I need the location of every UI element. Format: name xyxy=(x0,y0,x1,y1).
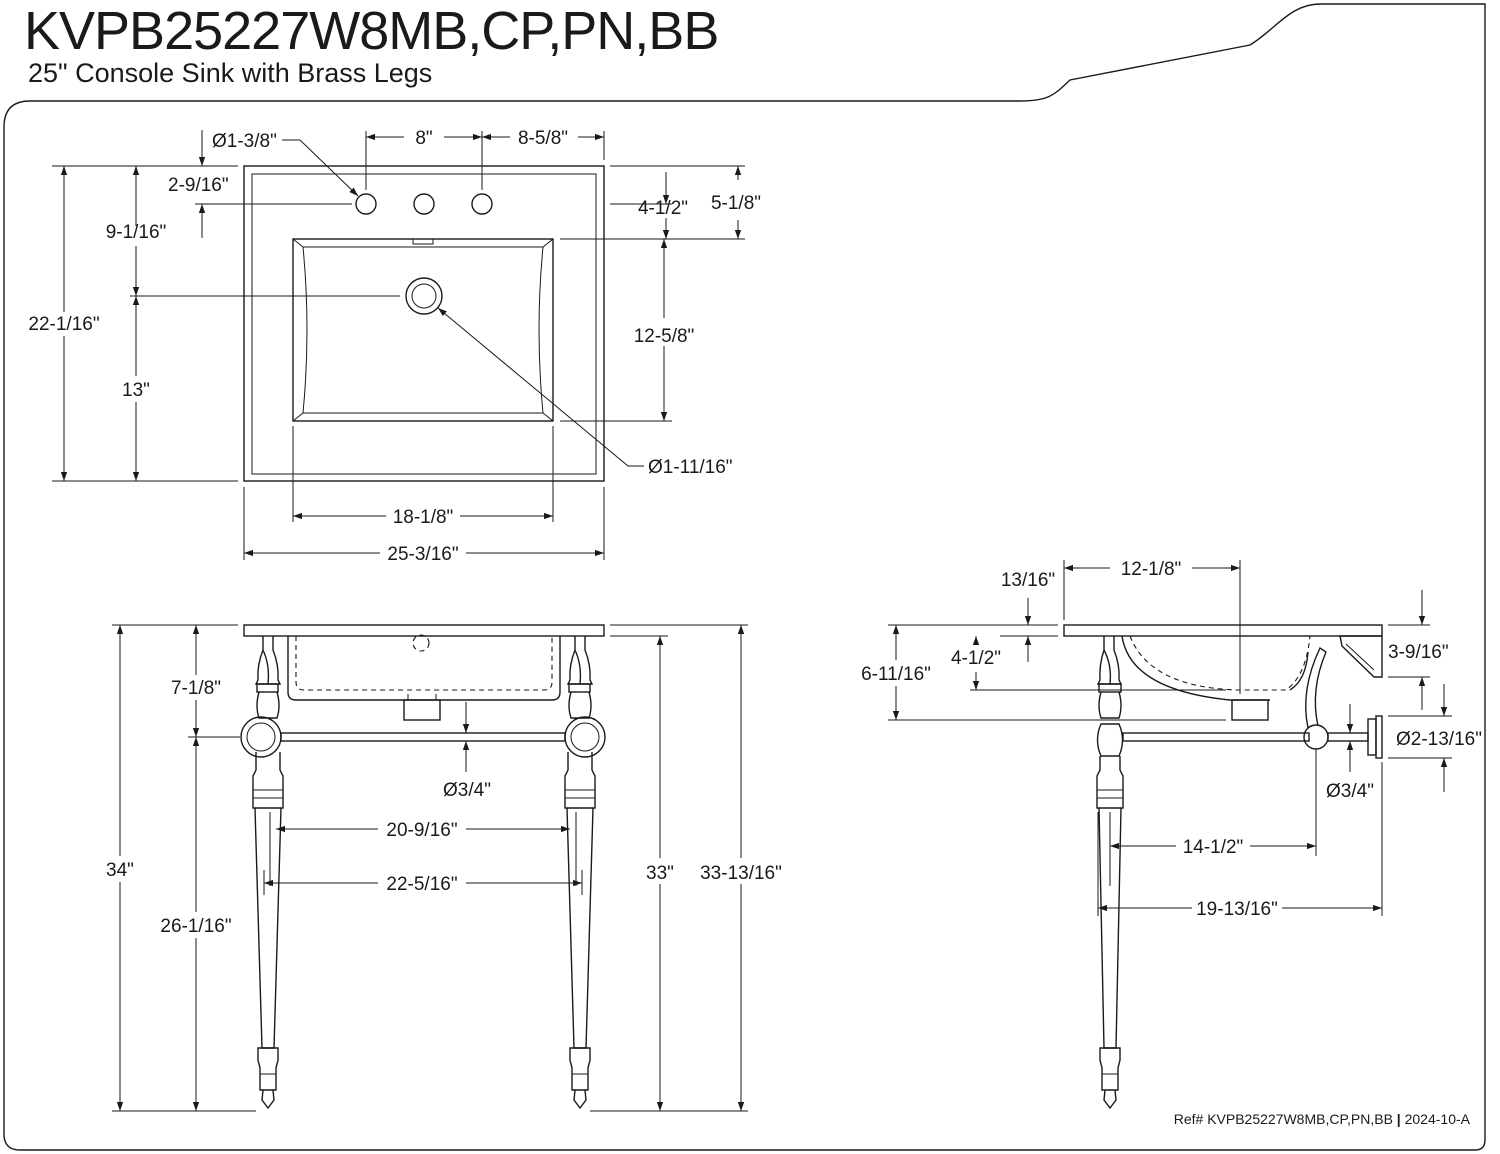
dim-rim-height: 33" xyxy=(646,863,674,884)
dim-bowl-depth: 12-5/8" xyxy=(634,326,695,347)
side-countertop xyxy=(1063,624,1383,637)
front-overflow-hidden xyxy=(412,634,430,652)
overflow-slot xyxy=(412,238,434,245)
dim-side-leg-to-wall: 19-13/16" xyxy=(1196,899,1278,920)
ref-separator: | xyxy=(1396,1111,1401,1127)
front-towel-bar xyxy=(280,732,566,742)
side-drain-tailpiece xyxy=(1231,699,1269,721)
dim-bar-to-floor: 26-1/16" xyxy=(160,916,231,937)
dim-bowl-from-holes: 4-1/2" xyxy=(638,198,688,219)
bowl-outer xyxy=(292,238,554,422)
page-subtitle: 25" Console Sink with Brass Legs xyxy=(28,58,433,88)
dim-drain-to-front: 13" xyxy=(122,380,150,401)
dim-bar-diameter: Ø3/4" xyxy=(443,780,491,801)
bowl-inner xyxy=(302,246,544,414)
dim-overall-depth: 22-1/16" xyxy=(28,314,99,335)
faucet-hole-right xyxy=(471,193,493,215)
dim-hole-to-edge: 8-5/8" xyxy=(518,128,568,149)
side-bar-elbow xyxy=(1303,724,1329,750)
dim-top-to-bar: 7-1/8" xyxy=(171,678,221,699)
top-view-outline xyxy=(243,165,605,482)
ref-revision: 2024-10-A xyxy=(1404,1111,1470,1127)
drawing-border xyxy=(3,3,1486,1151)
dim-side-apron-depth: 6-11/16" xyxy=(861,664,931,685)
faucet-hole-center xyxy=(413,193,435,215)
dim-hole-diameter: Ø1-3/8" xyxy=(212,131,277,152)
dim-side-bar-diameter: Ø3/4" xyxy=(1326,781,1374,802)
side-towel-bar xyxy=(1122,732,1310,742)
dim-side-bowl-length: 12-1/8" xyxy=(1121,559,1182,580)
side-view: 12-1/8" 13/16" 4-1/2" 6-11/16" 3-9/16" Ø… xyxy=(861,559,1482,1110)
dim-side-top-thickness: 13/16" xyxy=(1001,570,1055,591)
dim-drain-diameter: Ø1-11/16" xyxy=(648,457,733,478)
dim-side-bracket-height: 3-9/16" xyxy=(1388,642,1449,663)
dim-bowl-from-back: 5-1/8" xyxy=(711,193,761,214)
front-drain-tailpiece xyxy=(403,699,441,721)
front-bowl-hidden xyxy=(295,636,553,691)
dim-outer-leg-spacing: 22-5/16" xyxy=(386,874,457,895)
side-bar-support xyxy=(1305,646,1327,729)
dim-hole-spacing: 8" xyxy=(415,128,432,149)
top-view: 8" 8-5/8" Ø1-3/8" 2-9/16" 9-1/16" 13" 22… xyxy=(28,128,761,565)
dim-bowl-width: 18-1/8" xyxy=(393,507,454,528)
front-countertop xyxy=(243,624,605,637)
drain-inner xyxy=(411,283,437,309)
top-view-inner-rim xyxy=(251,173,597,475)
ref-label: Ref# xyxy=(1173,1111,1204,1127)
ref-model: KVPB25227W8MB,CP,PN,BB xyxy=(1207,1111,1393,1127)
front-left-leg xyxy=(240,636,284,1110)
side-wall-bracket xyxy=(1339,635,1383,678)
dim-inner-leg-spacing: 20-9/16" xyxy=(386,820,457,841)
dim-overall-width: 25-3/16" xyxy=(387,544,458,565)
drain-outer xyxy=(405,277,443,315)
dim-side-flange-diameter: Ø2-13/16" xyxy=(1396,729,1482,750)
dim-overall-height: 34" xyxy=(106,860,134,881)
side-bowl-hidden xyxy=(1129,635,1311,691)
dim-drain-from-back: 9-1/16" xyxy=(106,222,167,243)
side-bowl-curve xyxy=(1121,635,1270,701)
dim-side-bowl-depth: 4-1/2" xyxy=(951,648,1001,669)
side-leg xyxy=(1096,636,1124,1110)
dim-hole-from-back: 2-9/16" xyxy=(168,175,229,196)
front-view: 34" 7-1/8" 26-1/16" Ø3/4" 20-9/16" 22-5/… xyxy=(106,624,782,1112)
page-title: KVPB25227W8MB,CP,PN,BB xyxy=(24,1,719,61)
reference-footer: Ref# KVPB25227W8MB,CP,PN,BB | 2024-10-A xyxy=(1174,1111,1470,1127)
front-right-leg xyxy=(564,636,606,1110)
dim-top-height: 33-13/16" xyxy=(700,863,782,884)
dim-side-leg-to-bar: 14-1/2" xyxy=(1183,837,1244,858)
faucet-hole-left xyxy=(355,193,377,215)
side-wall-flange xyxy=(1367,718,1377,756)
